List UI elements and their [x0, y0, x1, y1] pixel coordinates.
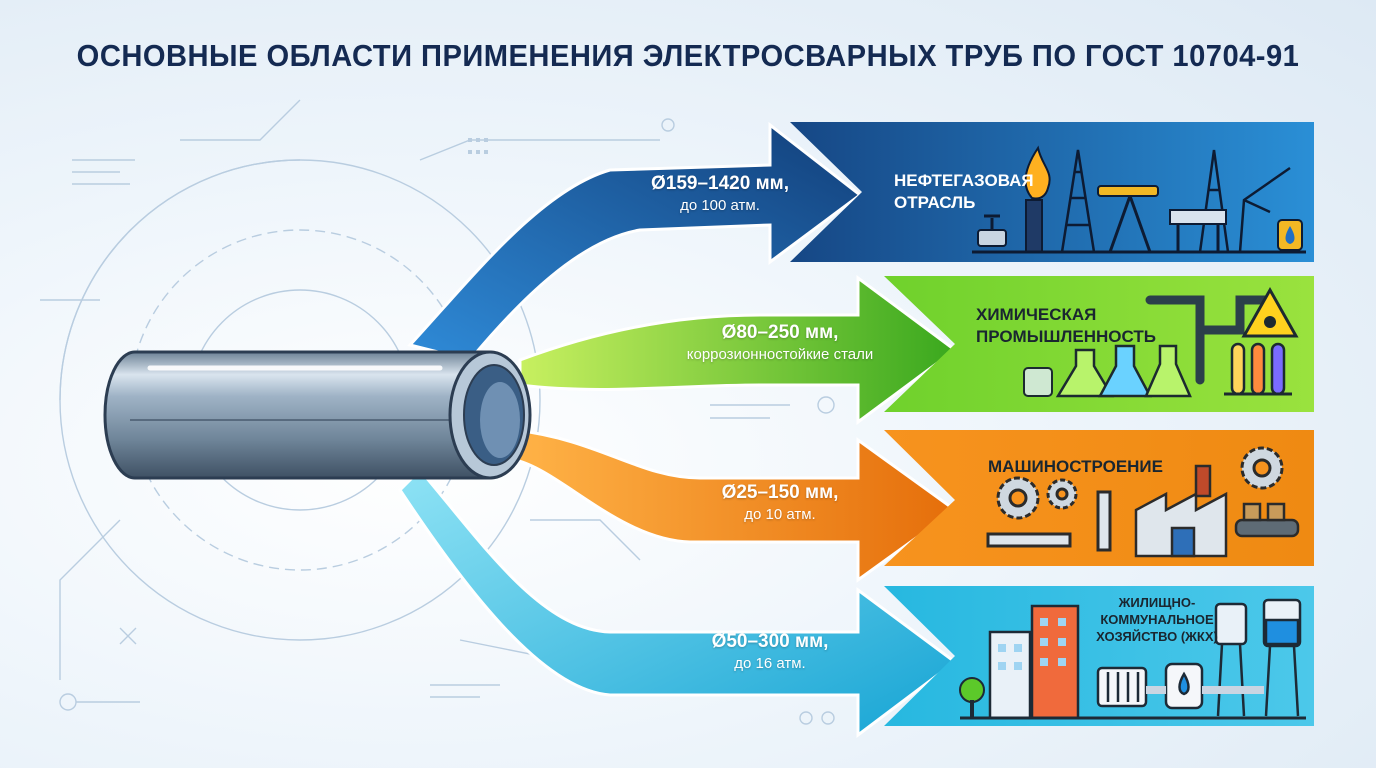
tree-icon: [959, 677, 985, 718]
spec-pressure: до 16 атм.: [734, 655, 806, 672]
sector-label-chemical: ХИМИЧЕСКАЯ ПРОМЫШЛЕННОСТЬ: [976, 304, 1156, 348]
gear-icon: [996, 446, 1284, 520]
arrow-chemical: [518, 275, 958, 425]
sector-label-line: ПРОМЫШЛЕННОСТЬ: [976, 327, 1156, 346]
sector-label-line: КОММУНАЛЬНОЕ: [1100, 612, 1214, 627]
arrow-label-machinery: Ø25–150 мм, до 10 атм.: [680, 481, 880, 525]
oil-drop-icon: [1277, 219, 1303, 251]
radiator-icon: [1096, 666, 1148, 708]
steel-pipe: [103, 350, 532, 480]
sector-label-line: НЕФТЕГАЗОВАЯ: [894, 171, 1034, 190]
spec-pressure: до 10 атм.: [744, 506, 816, 523]
panel-oil-gas: [790, 122, 1314, 262]
conveyor-icon: [1234, 502, 1300, 538]
pipes-icon: [1145, 295, 1275, 385]
sector-label-line: ОТРАСЛЬ: [894, 193, 976, 212]
spec-diameter: Ø159–1420 мм,: [651, 173, 789, 194]
valve-icon: [1023, 367, 1053, 397]
flame-icon: [1024, 145, 1051, 253]
spec-diameter: Ø80–250 мм,: [721, 322, 839, 343]
sector-label-line: ХОЗЯЙСТВО (ЖКХ): [1096, 629, 1218, 644]
spec-diameter: Ø50–300 мм,: [711, 631, 829, 652]
arrow-housing: [398, 467, 958, 739]
sector-label-machinery: МАШИНОСТРОЕНИЕ: [988, 456, 1163, 478]
arrow-oil-gas: [407, 121, 863, 362]
sector-label-line: МАШИНОСТРОЕНИЕ: [988, 457, 1163, 476]
page-title: ОСНОВНЫЕ ОБЛАСТИ ПРИМЕНЕНИЯ ЭЛЕКТРОСВАРН…: [76, 38, 1300, 73]
offshore-platform-icon: [1169, 209, 1227, 252]
spec-pressure: до 100 атм.: [680, 197, 760, 214]
sector-label-line: ХИМИЧЕСКАЯ: [976, 305, 1097, 324]
pumpjack-icon: [1097, 185, 1159, 253]
sector-label-oil-gas: НЕФТЕГАЗОВАЯ ОТРАСЛЬ: [894, 170, 1034, 214]
factory-icon: [1134, 464, 1228, 558]
boiler-icon: [1164, 662, 1204, 710]
panel-machinery: [884, 430, 1314, 566]
arrow-label-oil-gas: Ø159–1420 мм, до 100 атм.: [620, 172, 820, 216]
arrow-label-housing: Ø50–300 мм, до 16 атм.: [670, 630, 870, 674]
arrow-label-chemical: Ø80–250 мм, коррозионностойкие стали: [640, 321, 920, 365]
sector-label-line: ЖИЛИЩНО-: [1118, 595, 1196, 610]
valve-icon: [977, 214, 1007, 247]
water-tower-icon: [1214, 598, 1302, 717]
panel-housing: [884, 586, 1314, 726]
crane-icon: [1238, 166, 1291, 253]
spec-material: коррозионностойкие стали: [686, 346, 874, 363]
wrench-icon: [986, 490, 1112, 552]
sector-label-housing: ЖИЛИЩНО- КОММУНАЛЬНОЕ ХОЗЯЙСТВО (ЖКХ): [1092, 594, 1222, 645]
hazard-sign-icon: [1241, 286, 1299, 338]
flask-icon: [1055, 344, 1192, 398]
panel-chemical: [884, 276, 1314, 412]
spec-diameter: Ø25–150 мм,: [721, 482, 839, 503]
apartment-building-icon: [988, 604, 1080, 720]
test-tubes-icon: [1224, 342, 1292, 396]
arrow-machinery: [513, 428, 958, 583]
